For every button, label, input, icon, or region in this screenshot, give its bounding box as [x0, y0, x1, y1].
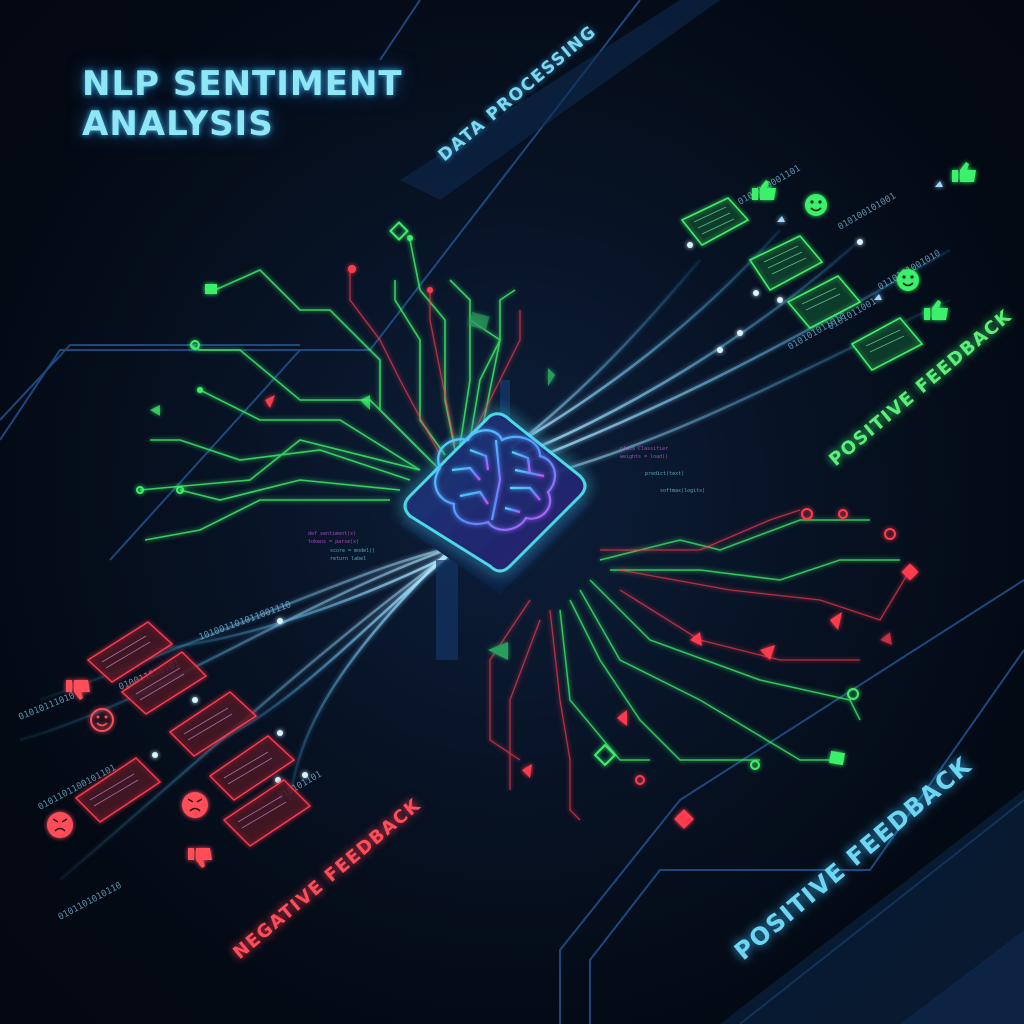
svg-text:score = model(): score = model() — [330, 548, 375, 554]
page-title: NLP SENTIMENT ANALYSIS — [82, 64, 403, 144]
svg-text:softmax(logits): softmax(logits) — [660, 488, 705, 494]
angry-face-icon — [182, 792, 208, 818]
title-line-1: NLP SENTIMENT — [82, 64, 403, 104]
feedback-card — [74, 757, 162, 823]
svg-text:tokens = parse(x): tokens = parse(x) — [308, 539, 359, 545]
svg-text:predict(text): predict(text) — [645, 471, 684, 477]
smiley-icon — [897, 269, 919, 291]
svg-text:weights = load(): weights = load() — [620, 454, 668, 460]
thumbs-up-icon — [952, 162, 976, 182]
thumbs-down-icon — [188, 848, 212, 868]
angry-face-icon — [47, 812, 73, 838]
title-line-2: ANALYSIS — [82, 104, 274, 144]
feedback-card — [86, 621, 174, 683]
svg-text:def sentiment(x): def sentiment(x) — [308, 531, 356, 537]
smiley-icon — [90, 708, 114, 732]
feedback-card — [168, 691, 258, 757]
thumbs-up-icon — [924, 300, 948, 320]
thumbs-down-icon — [66, 680, 90, 700]
feedback-card — [786, 274, 862, 330]
smiley-icon — [805, 194, 827, 216]
feedback-card — [208, 735, 296, 801]
thumbs-up-icon — [752, 180, 776, 200]
feedback-card — [748, 235, 824, 292]
brain-circuit-icon — [434, 429, 557, 531]
node-square-icon — [205, 284, 217, 294]
svg-text:return label: return label — [330, 556, 366, 562]
feedback-card — [680, 197, 750, 247]
svg-text:class Classifier: class Classifier — [620, 446, 668, 452]
